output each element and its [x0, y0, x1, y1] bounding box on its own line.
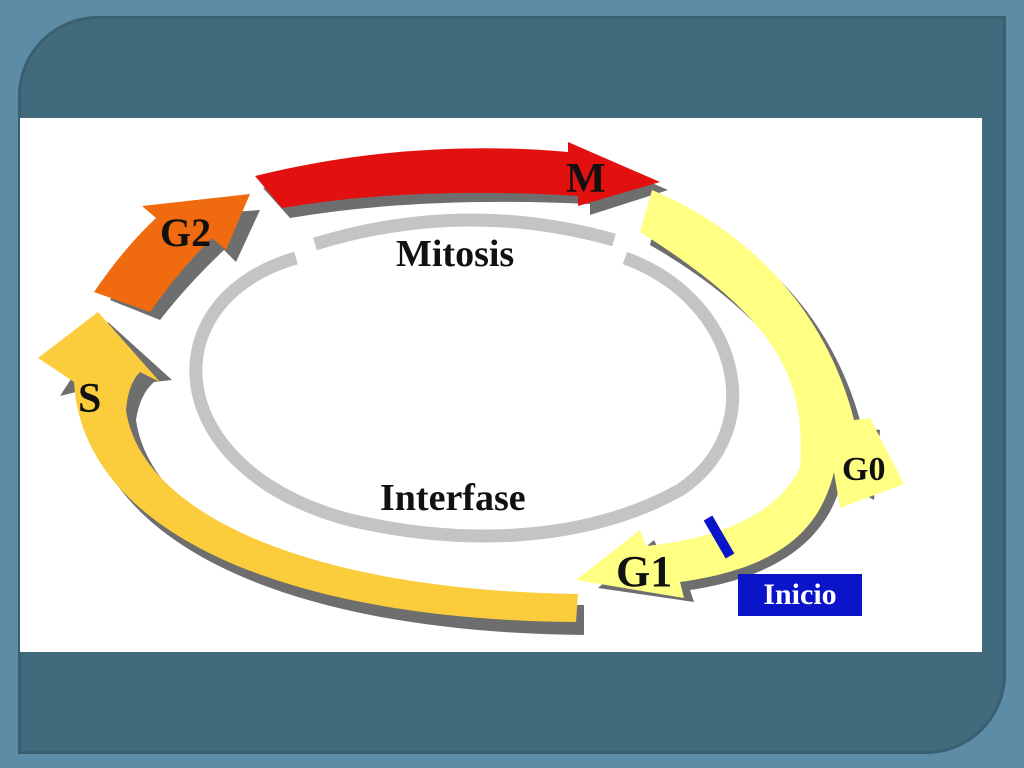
checkpoint-badge: Inicio — [738, 574, 862, 616]
inner-ring-upper-arc — [313, 213, 616, 251]
phase-label-g2: G2 — [160, 210, 211, 255]
inner-ring — [189, 213, 740, 543]
phase-arrow-g2 — [94, 194, 250, 312]
phase-arrow-m — [255, 142, 660, 208]
checkpoint-badge-box — [738, 574, 862, 616]
phase-label-g0: G0 — [842, 451, 885, 488]
phase-label-m: M — [566, 156, 606, 202]
inner-label-mitosis: Mitosis — [396, 233, 514, 275]
phase-label-g1: G1 — [616, 547, 672, 596]
inner-label-interfase: Interfase — [380, 477, 526, 519]
phase-arrow-s — [38, 312, 578, 622]
checkpoint-mark — [703, 515, 735, 559]
inner-ring-lower-arc — [189, 251, 740, 543]
checkpoint-label: Inicio — [763, 578, 836, 611]
phase-label-s: S — [78, 376, 101, 422]
phase-arrow-g1-band — [576, 190, 904, 598]
